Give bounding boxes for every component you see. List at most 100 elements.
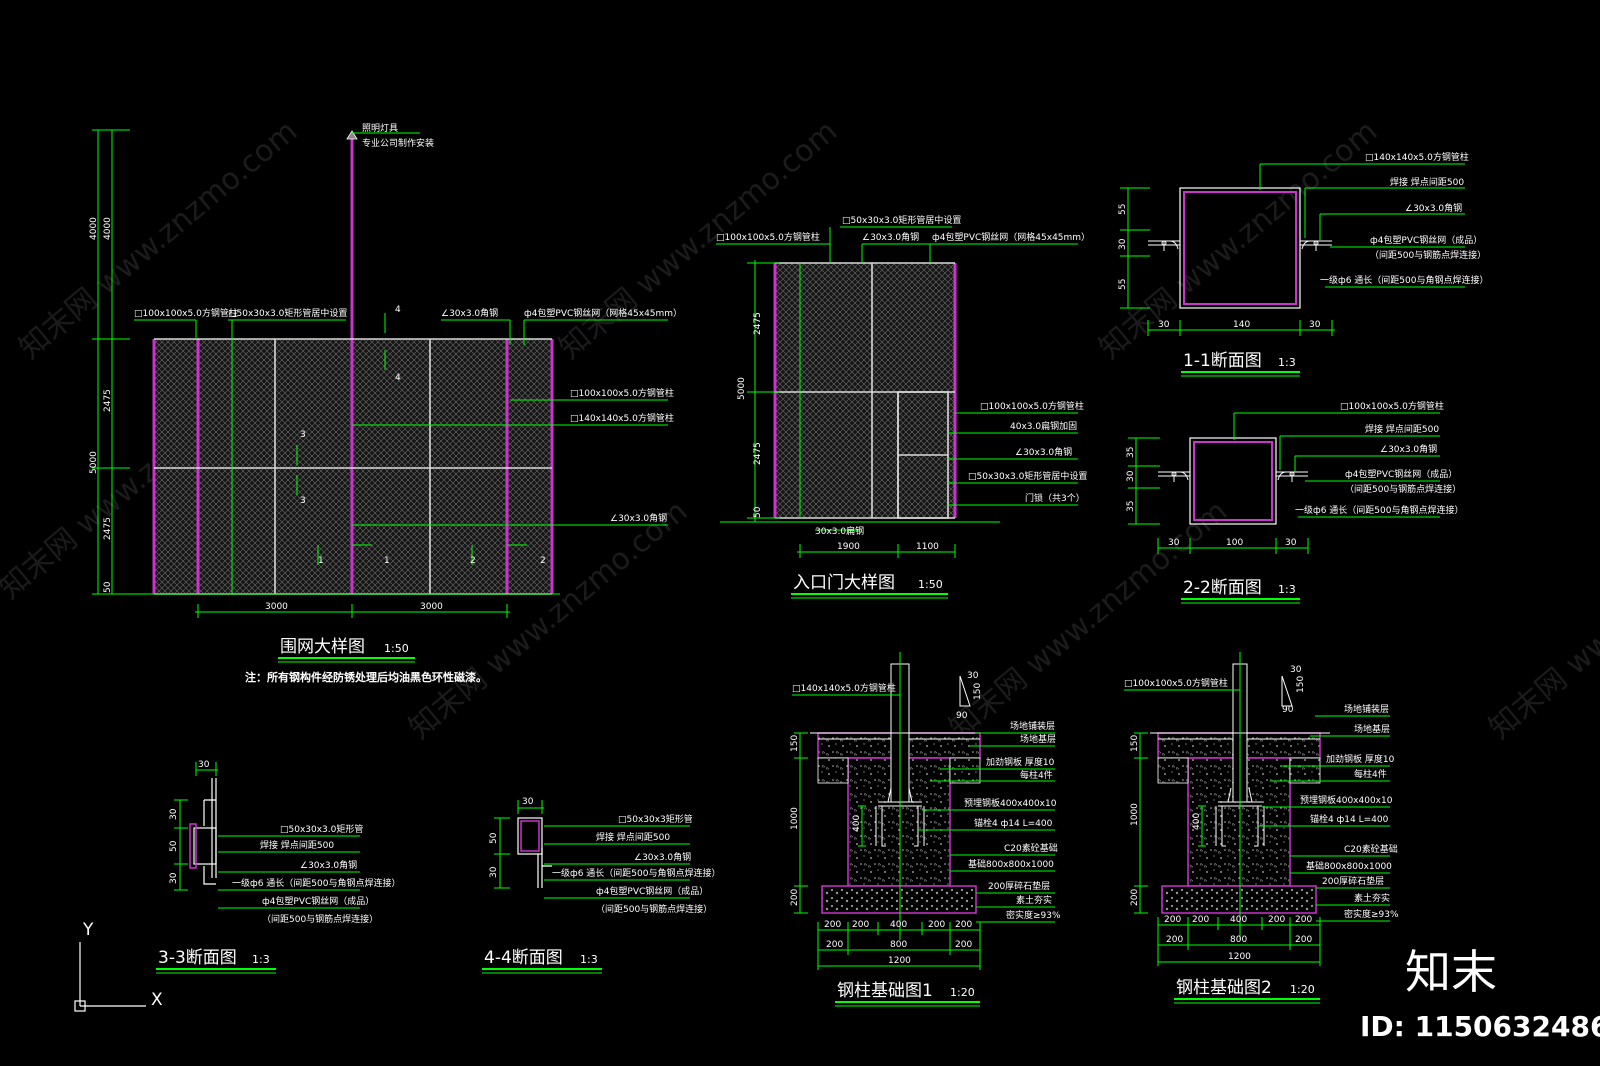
post-label: □100x100x5.0方钢管柱 [570, 387, 674, 399]
dim-label: 1200 [1228, 952, 1251, 962]
post-label: □140x140x5.0方钢管柱 [792, 682, 896, 694]
dim-label: 1100 [916, 542, 939, 552]
section-label: ∠30x3.0角钢 [300, 859, 357, 871]
dim-label: 50 [103, 581, 113, 593]
dim-label: 55 [1118, 279, 1128, 290]
dim-label: 200 [955, 920, 972, 930]
foundation-label: 场地基层 [1354, 723, 1390, 735]
section-2-2[interactable]: □100x100x5.0方钢管柱 焊接 焊点间距500 ∠30x3.0角钢 ф4… [1126, 400, 1463, 604]
dim-label: 200 [1164, 915, 1181, 925]
section-label: ф4包塑PVC钢丝网（成品） [262, 895, 374, 907]
dim-label: 30 [1126, 470, 1136, 482]
dim-label: 200 [1130, 889, 1140, 906]
section-1-1[interactable]: □140x140x5.0方钢管柱 焊接 焊点间距500 ∠30x3.0角钢 ф4… [1118, 151, 1488, 377]
dim-label: 30 [169, 808, 179, 820]
foundation-label: 预埋钢板400x400x10 [1300, 794, 1393, 806]
section-label: ∠30x3.0角钢 [1380, 443, 1437, 455]
light-label: 专业公司制作安装 [362, 137, 434, 149]
lamp-icon [346, 130, 358, 140]
section-label: （间距500与钢筋点焊连接） [262, 913, 378, 925]
brand-watermark: 知末 ID: 1150632486 [1360, 945, 1600, 1043]
section-mark: 3 [300, 496, 306, 506]
drawing-scale: 1:50 [384, 642, 409, 655]
flat-label: 30x3.0扁钢 [815, 525, 864, 537]
dim-label: 400 [1192, 813, 1202, 830]
foundation-label: 锚栓4 ф14 L=400 [974, 817, 1053, 829]
section-label: □140x140x5.0方钢管柱 [1365, 151, 1469, 163]
dim-label: 2475 [753, 442, 763, 465]
foundation-label: 场地基层 [1020, 733, 1056, 745]
dim-label: 30 [489, 866, 499, 878]
section-mark: 1 [384, 556, 390, 566]
section-3-3[interactable]: □50x30x3.0矩形管 焊接 焊点间距500 ∠30x3.0角钢 一级ф6 … [156, 760, 400, 974]
fence-elevation[interactable]: 照明灯具 专业公司制作安装 □100x100x5.0方钢管柱 □50x30x3.… [89, 123, 682, 684]
section-label: ф4包塑PVC钢丝网（成品） [596, 885, 708, 897]
section-mark: 4 [395, 373, 401, 383]
drawing-title: 入口门大样图 [793, 573, 895, 593]
dim-label: 50 [753, 506, 763, 518]
post-label: □140x140x5.0方钢管柱 [570, 412, 674, 424]
dim-label: 2475 [103, 389, 113, 412]
foundation-label: 场地铺装层 [1010, 720, 1055, 732]
section-label: （间距500与钢筋点焊连接） [596, 903, 712, 915]
dim-label: 200 [955, 940, 972, 950]
dim-label: 4000 [89, 217, 99, 240]
frame-label: □50x30x3.0矩形管居中设置 [968, 470, 1087, 482]
slope-label: 30 [967, 671, 979, 681]
gate-elevation[interactable]: □50x30x3.0矩形管居中设置 □100x100x5.0方钢管柱 ∠30x3… [716, 214, 1090, 599]
brand-id: ID: 1150632486 [1360, 1010, 1600, 1043]
section-label: 焊接 焊点间距500 [260, 839, 334, 851]
dim-label: 150 [1130, 735, 1140, 752]
foundation-label: 素土夯实 [1354, 892, 1390, 904]
dim-label: 200 [852, 920, 869, 930]
dim-label: 30 [169, 872, 179, 884]
mesh-label: ф4包塑PVC钢丝网（网格45x45mm） [932, 231, 1090, 243]
foundation-2[interactable]: □100x100x5.0方钢管柱 30 150 90 场地铺装层 场地基层 加劲… [1124, 652, 1399, 1004]
angle-label: ∠30x3.0角钢 [441, 307, 498, 319]
dim-label: 150 [790, 735, 800, 752]
section-mark: 4 [395, 305, 401, 315]
dim-label: 30 [1158, 320, 1170, 330]
section-label: ф4包塑PVC钢丝网（成品） [1370, 234, 1482, 246]
angle-label: ∠30x3.0角钢 [862, 231, 919, 243]
foundation-label: 锚栓4 ф14 L=400 [1310, 813, 1389, 825]
dim-label: 30 [1309, 320, 1321, 330]
foundation-label: 基础800x800x1000 [1306, 860, 1392, 872]
foundation-label: 素土夯实 [1016, 894, 1052, 906]
dim-label: 200 [826, 940, 843, 950]
dim-label: 2475 [103, 517, 113, 540]
foundation-label: 密实度≥93% [1006, 909, 1061, 921]
dim-label: 200 [1295, 915, 1312, 925]
dim-label: 50 [489, 832, 499, 844]
dim-label: 200 [1192, 915, 1209, 925]
section-4-4[interactable]: □50x30x3矩形管 焊接 焊点间距500 ∠30x3.0角钢 一级ф6 通长… [482, 797, 720, 974]
watermark: 知末网 www.znzmo.com [1483, 494, 1600, 746]
dim-label: 30 [1168, 538, 1180, 548]
section-label: 焊接 焊点间距500 [596, 831, 670, 843]
dim-label: 200 [824, 920, 841, 930]
dim-label: 140 [1233, 320, 1250, 330]
dim-label: 30 [522, 797, 534, 807]
dim-label: 3000 [265, 602, 288, 612]
dim-label: 200 [790, 889, 800, 906]
dim-label: 30 [1118, 238, 1128, 250]
dim-label: 200 [1295, 935, 1312, 945]
foundation-1[interactable]: □140x140x5.0方钢管柱 30 150 90 场地铺装层 场地基层 加劲… [790, 652, 1061, 1007]
section-label: ∠30x3.0角钢 [1405, 202, 1462, 214]
dim-label: 50 [169, 840, 179, 852]
dim-label: 800 [890, 940, 907, 950]
section-label: ф4包塑PVC钢丝网（成品） [1345, 468, 1457, 480]
watermark: 知末网 www.znzmo.com [943, 494, 1234, 746]
foundation-label: 200厚碎石垫层 [1322, 875, 1384, 887]
lock-label: 门锁（共3个） [1025, 492, 1085, 504]
dim-label: 2475 [753, 312, 763, 335]
section-label: □50x30x3.0矩形管 [280, 823, 363, 835]
dim-label: 5000 [89, 451, 99, 474]
dim-label: 3000 [420, 602, 443, 612]
dim-label: 35 [1126, 501, 1136, 512]
light-label: 照明灯具 [362, 123, 398, 134]
drawing-title: 1-1断面图 [1183, 351, 1262, 371]
foundation-label: 加劲钢板 厚度10 [1326, 753, 1395, 765]
